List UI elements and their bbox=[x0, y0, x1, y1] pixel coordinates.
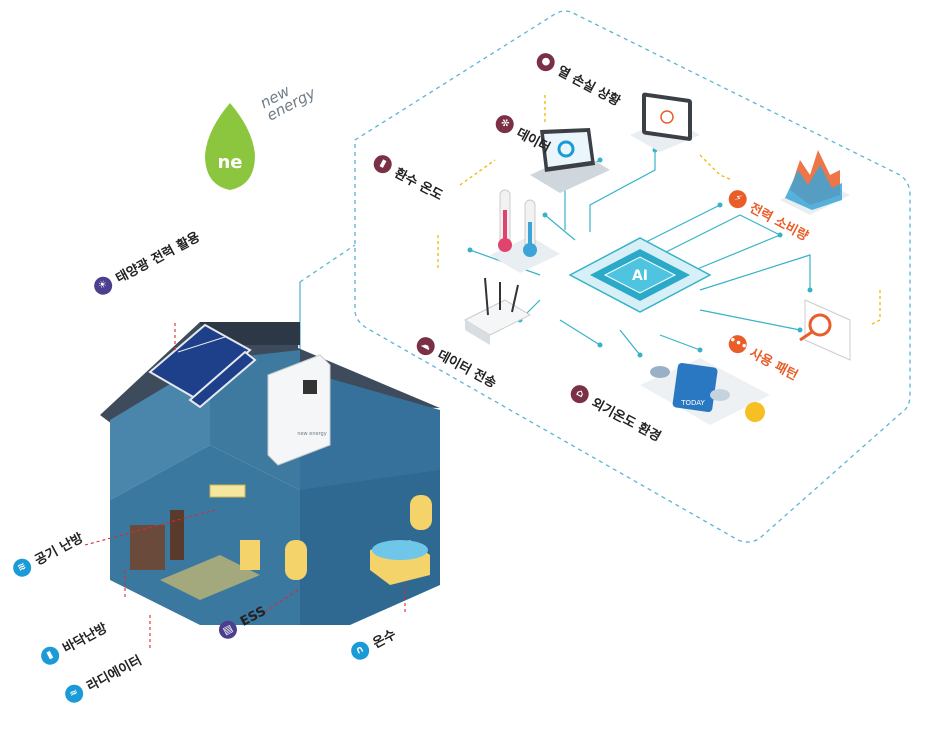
ai-chip: AI bbox=[568, 237, 712, 313]
power-chart-card bbox=[780, 150, 850, 215]
new-energy-logo-icon: ne bbox=[205, 103, 255, 190]
weather-card-label: TODAY bbox=[680, 399, 705, 407]
house-illustration: new energy bbox=[100, 322, 440, 625]
weather-card: TODAY bbox=[640, 358, 770, 425]
router-device bbox=[463, 277, 532, 345]
laptop-device bbox=[530, 128, 610, 193]
thermometer-device bbox=[490, 189, 560, 273]
usage-pattern-card bbox=[799, 299, 851, 361]
tablet-device bbox=[630, 92, 700, 152]
circuit-nodes bbox=[467, 147, 813, 358]
flow-arrows bbox=[437, 95, 881, 326]
link-line bbox=[299, 244, 356, 283]
leader-lines bbox=[84, 320, 406, 650]
inverter-logo: new energy bbox=[297, 431, 326, 437]
ai-chip-label: AI bbox=[632, 268, 648, 284]
logo-mark: ne bbox=[217, 152, 242, 173]
